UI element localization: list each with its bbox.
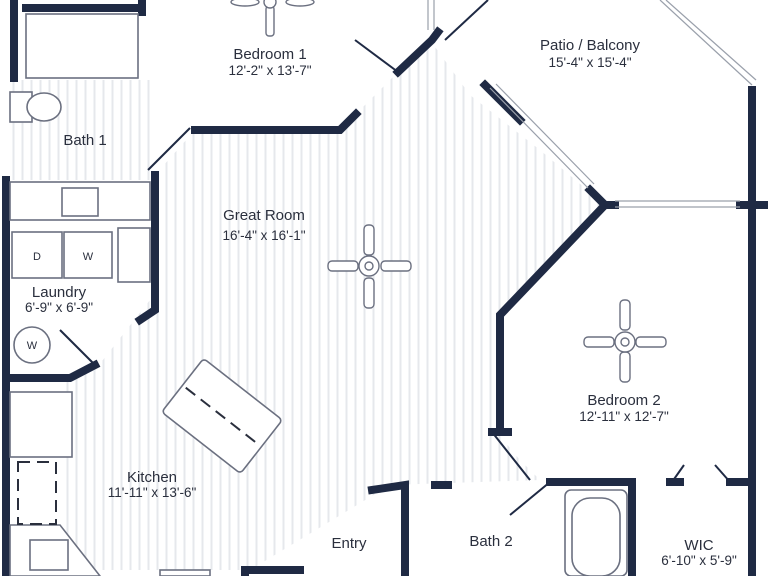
bath2-tub (564, 489, 628, 576)
bedroom2-label: Bedroom 2 (587, 392, 660, 409)
washer-label: W (83, 251, 94, 263)
ceiling-fan-bedroom1 (230, 0, 315, 37)
kitchen-label: Kitchen (127, 469, 177, 486)
ceiling-fan-bedroom2 (583, 299, 667, 383)
patio-dim: 15'-4" x 15'-4" (548, 55, 631, 70)
laundry-label: Laundry (32, 284, 87, 301)
laundry-dim: 6'-9" x 6'-9" (25, 300, 93, 315)
doors (59, 0, 731, 516)
patio-label: Patio / Balcony (540, 37, 641, 54)
bedroom1-label: Bedroom 1 (233, 46, 306, 63)
wic-dim: 6'-10" x 5'-9" (661, 553, 737, 568)
great-room-label: Great Room (223, 207, 305, 224)
wic-label: WIC (684, 537, 713, 554)
bath2-label: Bath 2 (469, 533, 512, 550)
laundry-fixtures (11, 227, 151, 364)
bedroom2-dim: 12'-11" x 12'-7" (579, 409, 669, 424)
kitchen-island (162, 359, 282, 473)
windows (427, 0, 757, 208)
kitchen-fixtures (9, 391, 211, 576)
bath1-fixtures (9, 13, 151, 221)
dryer-label: D (33, 251, 41, 263)
great-room-dim: 16'-4" x 16'-1" (222, 228, 305, 243)
water-heater-label: W (27, 340, 38, 352)
bedroom1-dim: 12'-2" x 13'-7" (228, 63, 311, 78)
ceiling-fan-great-room (327, 224, 412, 309)
kitchen-dim: 11'-11" x 13'-6" (108, 485, 197, 500)
striped-floor (10, 40, 605, 570)
bath1-label: Bath 1 (63, 132, 106, 149)
entry-label: Entry (331, 535, 367, 552)
